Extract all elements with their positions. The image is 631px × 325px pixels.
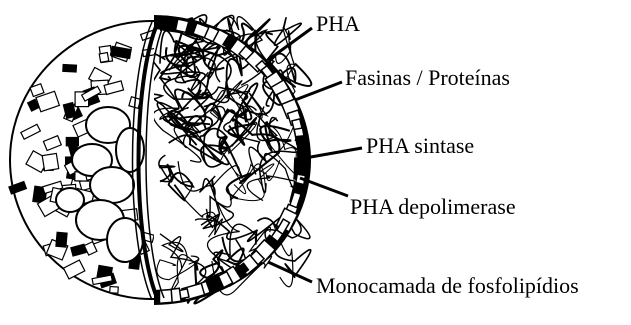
- leader-monocamada: [268, 262, 312, 282]
- label-pha: PHA: [316, 13, 360, 35]
- phospholipid-block: [110, 287, 119, 294]
- phospholipid-block: [42, 153, 59, 170]
- phospholipid-block: [63, 65, 77, 72]
- leader-pha-sintase: [305, 148, 362, 158]
- phospholipid-block: [99, 53, 109, 63]
- label-pha-sintase: PHA sintase: [366, 135, 474, 157]
- label-fasinas-proteinas: Fasinas / Proteínas: [345, 67, 510, 89]
- phospholipid-block: [56, 232, 67, 247]
- label-pha-depolimerase: PHA depolimerase: [350, 196, 516, 218]
- label-monocamada-fosfolipidios: Monocamada de fosfolipídios: [316, 275, 579, 297]
